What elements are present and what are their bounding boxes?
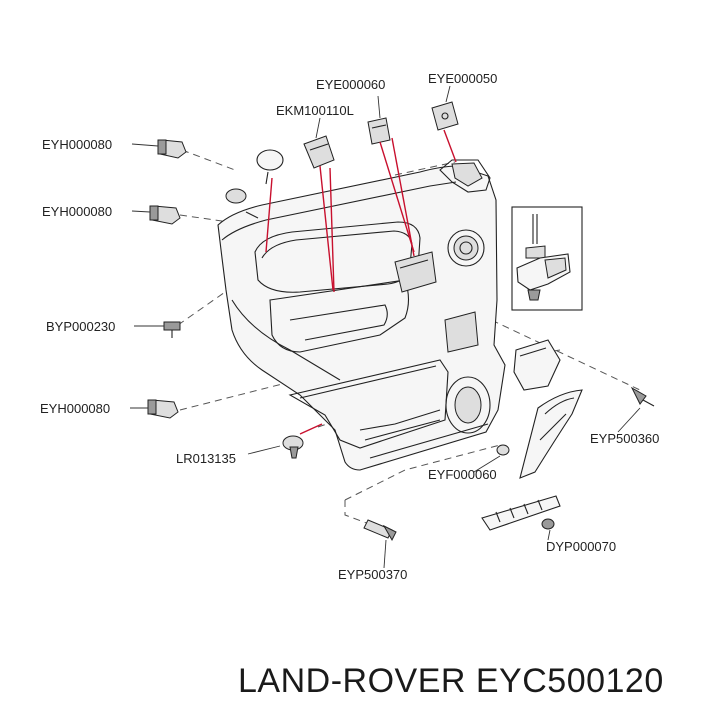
detail-inset bbox=[511, 206, 583, 311]
label-ekm100110l: EKM100110L bbox=[276, 103, 354, 118]
label-eyf000060: EYF000060 bbox=[428, 467, 497, 482]
label-dyp000070: DYP000070 bbox=[546, 539, 617, 554]
eyh000080-clip-bottom bbox=[147, 399, 179, 419]
label-leaders bbox=[130, 85, 641, 569]
byp000230-screw bbox=[163, 321, 181, 338]
speaker-bezel bbox=[519, 389, 583, 479]
eye000060-clip bbox=[367, 117, 391, 145]
door-trim-panel bbox=[217, 159, 506, 471]
label-eyh000080-middle: EYH000080 bbox=[42, 204, 113, 219]
label-eye000050: EYE000050 bbox=[428, 71, 498, 86]
round-cap bbox=[225, 149, 284, 219]
label-lr013135: LR013135 bbox=[176, 451, 236, 466]
label-eyh000080-top: EYH000080 bbox=[42, 137, 113, 152]
label-byp000230: BYP000230 bbox=[46, 319, 116, 334]
dyp000070-bracket bbox=[481, 495, 561, 531]
red-leader-lines bbox=[265, 129, 457, 435]
eyh000080-clip-middle bbox=[149, 205, 181, 225]
label-eyh000080-bottom: EYH000080 bbox=[40, 401, 111, 416]
tweeter-housing bbox=[513, 339, 561, 391]
eyf000060-fastener bbox=[496, 444, 510, 456]
ekm100110l-escutcheon bbox=[303, 135, 335, 169]
eye000050-bracket bbox=[431, 101, 459, 131]
label-eyp500370: EYP500370 bbox=[338, 567, 408, 582]
eyh000080-clip-top bbox=[157, 139, 187, 159]
label-eye000060: EYE000060 bbox=[316, 77, 386, 92]
brand-part-number-caption: LAND-ROVER EYC500120 bbox=[238, 662, 664, 700]
label-eyp500360: EYP500360 bbox=[590, 431, 660, 446]
eyp500360-screw bbox=[630, 386, 655, 407]
eyp500370-screw bbox=[363, 519, 397, 542]
lr013135-push-clip bbox=[282, 435, 304, 459]
